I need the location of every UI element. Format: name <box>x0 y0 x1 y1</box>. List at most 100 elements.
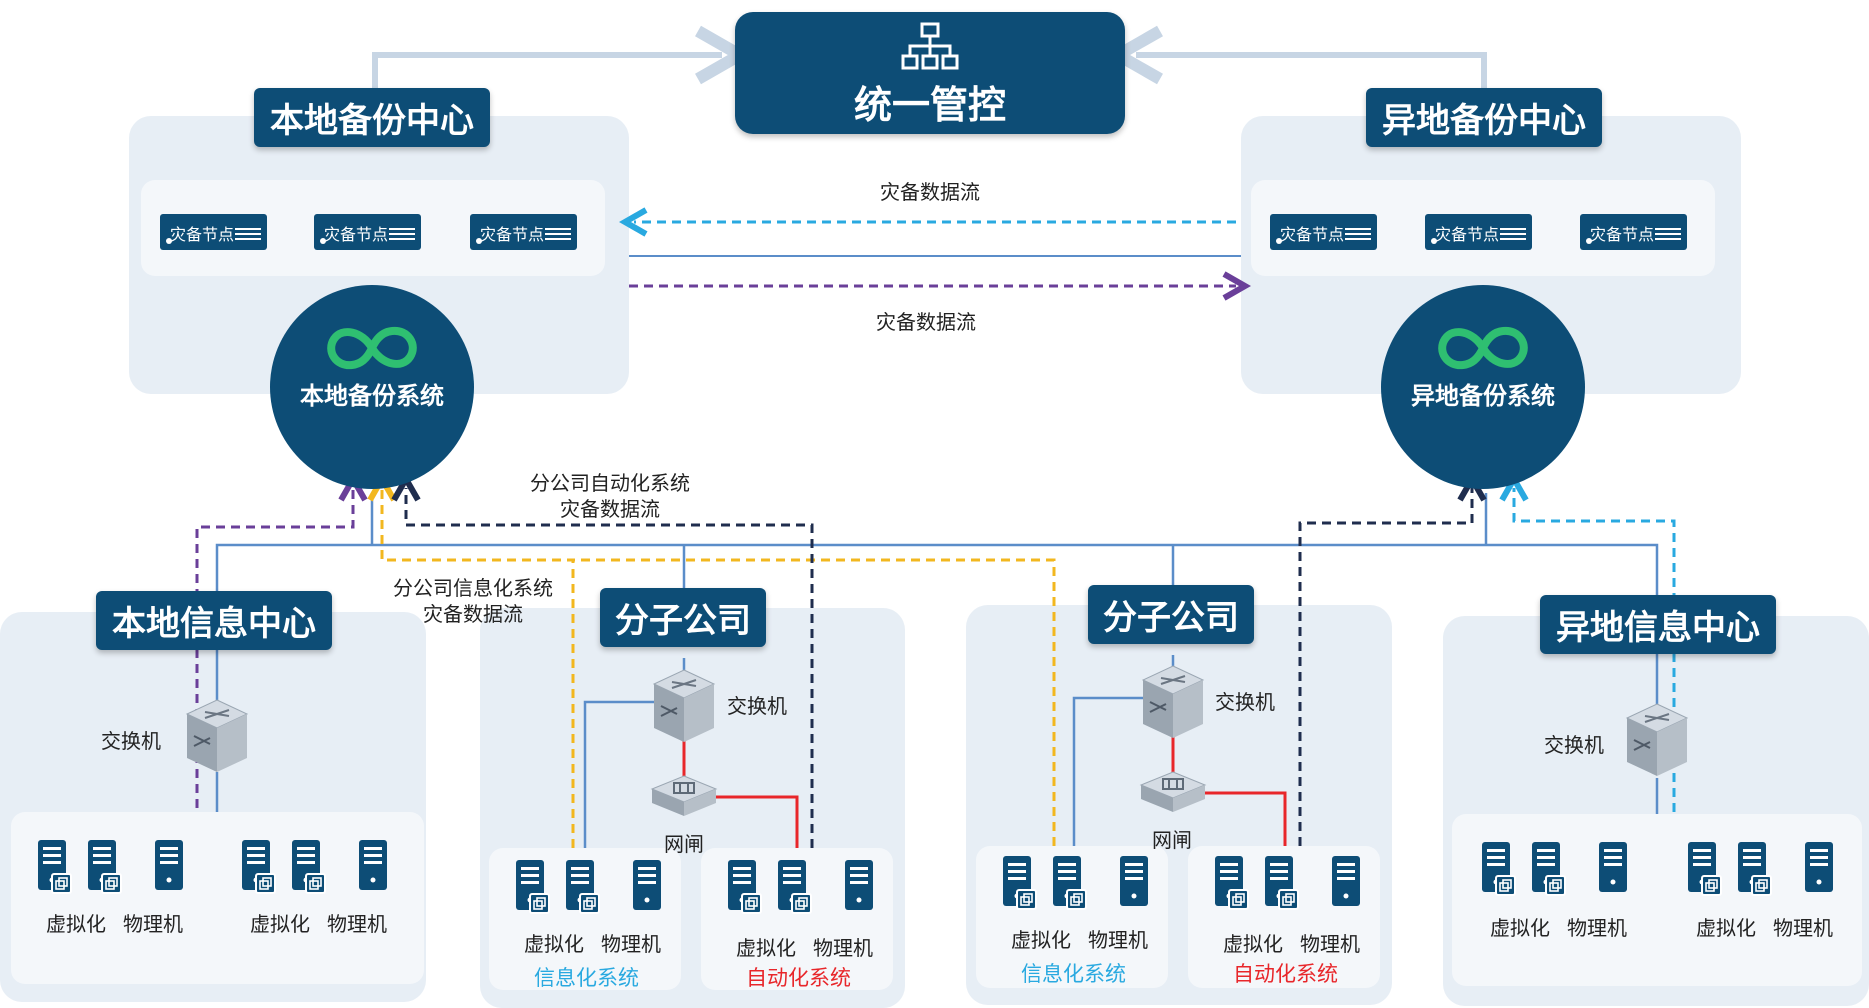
virtual-server-icon <box>240 838 276 896</box>
node-line <box>389 233 415 235</box>
virtual-server-icon <box>1001 854 1037 912</box>
virtual-server-icon <box>1480 840 1516 898</box>
local-node-1: 灾备节点 <box>314 214 421 250</box>
local-backup-center-title: 本地备份中心 <box>254 88 490 147</box>
node-line <box>1345 238 1371 240</box>
virtual-server-icon <box>564 858 600 916</box>
system-label: 信息化系统 <box>1021 962 1126 986</box>
remote-backup-system-label: 异地备份系统 <box>1411 382 1555 410</box>
switch-icon <box>652 668 716 744</box>
cloud-link-icon <box>327 326 417 370</box>
node-line <box>1345 233 1371 235</box>
physical-machine-label: 物理机 <box>1773 916 1833 940</box>
physical-server-icon <box>1118 854 1154 912</box>
node-line <box>235 233 261 235</box>
physical-server-icon <box>1330 854 1366 912</box>
flow-label-bottom: 灾备数据流 <box>876 310 976 334</box>
virtual-server-icon <box>290 838 326 896</box>
physical-machine-label: 物理机 <box>813 936 873 960</box>
virtual-server-icon <box>726 858 762 916</box>
branch2-title: 分子公司 <box>1088 585 1254 644</box>
virtual-server-icon <box>514 858 550 916</box>
node-label: 灾备节点 <box>480 225 545 244</box>
physical-server-icon <box>1803 840 1839 898</box>
switch-icon <box>1625 702 1689 778</box>
unified-control-title: 统一管控 <box>853 82 1006 127</box>
virtual-server-icon <box>1263 854 1299 912</box>
local-backup-system-label: 本地备份系统 <box>300 382 444 410</box>
flow-label-info: 分公司信息化系统 灾备数据流 <box>393 576 553 626</box>
node-line <box>545 228 571 230</box>
virtual-server-icon <box>1530 840 1566 898</box>
physical-machine-label: 物理机 <box>327 912 387 936</box>
virtual-server-icon <box>1213 854 1249 912</box>
node-line <box>235 228 261 230</box>
node-line <box>545 238 571 240</box>
virtualization-label: 虚拟化 <box>1011 928 1071 952</box>
unified-control-box: 统一管控 <box>735 12 1125 134</box>
node-label: 灾备节点 <box>1435 225 1500 244</box>
switch-icon <box>185 698 249 774</box>
node-label: 灾备节点 <box>1280 225 1345 244</box>
node-line <box>389 238 415 240</box>
flow-label-auto: 分公司自动化系统 灾备数据流 <box>530 471 690 521</box>
remote-info-servers-tray <box>1452 814 1862 986</box>
branch2-switch-label: 交换机 <box>1215 690 1275 714</box>
physical-server-icon <box>357 838 393 896</box>
physical-machine-label: 物理机 <box>601 932 661 956</box>
virtualization-label: 虚拟化 <box>1223 932 1283 956</box>
node-line <box>235 238 261 240</box>
node-dot <box>1431 238 1437 244</box>
remote-backup-system: 异地备份系统 <box>1381 285 1585 489</box>
physical-machine-label: 物理机 <box>1300 932 1360 956</box>
remote-info-switch-label: 交换机 <box>1544 733 1604 757</box>
local-node-0: 灾备节点 <box>160 214 267 250</box>
node-dot <box>166 238 172 244</box>
node-line <box>1655 233 1681 235</box>
local-info-servers-tray <box>11 812 424 984</box>
node-dot <box>476 238 482 244</box>
remote-info-center-title: 异地信息中心 <box>1540 595 1776 654</box>
virtual-server-icon <box>1736 840 1772 898</box>
virtual-server-icon <box>1051 854 1087 912</box>
node-line <box>1345 228 1371 230</box>
physical-machine-label: 物理机 <box>1567 916 1627 940</box>
remote-node-1: 灾备节点 <box>1425 214 1532 250</box>
local-node-2: 灾备节点 <box>470 214 577 250</box>
virtual-server-icon <box>776 858 812 916</box>
local-info-switch-label: 交换机 <box>101 729 161 753</box>
node-label: 灾备节点 <box>1590 225 1655 244</box>
virtualization-label: 虚拟化 <box>736 936 796 960</box>
node-line <box>545 233 571 235</box>
local-info-center-title: 本地信息中心 <box>96 591 332 650</box>
remote-node-2: 灾备节点 <box>1580 214 1687 250</box>
physical-server-icon <box>1597 840 1633 898</box>
node-line <box>1500 228 1526 230</box>
node-dot <box>1586 238 1592 244</box>
virtualization-label: 虚拟化 <box>46 912 106 936</box>
node-dot <box>1276 238 1282 244</box>
gateway-icon <box>1139 770 1207 814</box>
flow-label-top: 灾备数据流 <box>880 180 980 204</box>
branch1-title: 分子公司 <box>600 588 766 647</box>
system-label: 信息化系统 <box>534 966 639 990</box>
node-label: 灾备节点 <box>324 225 389 244</box>
local-backup-system: 本地备份系统 <box>270 285 474 489</box>
virtualization-label: 虚拟化 <box>250 912 310 936</box>
org-chart-icon <box>901 22 959 69</box>
node-line <box>389 228 415 230</box>
virtualization-label: 虚拟化 <box>1696 916 1756 940</box>
remote-backup-center-title: 异地备份中心 <box>1366 88 1602 147</box>
physical-machine-label: 物理机 <box>123 912 183 936</box>
node-line <box>1655 228 1681 230</box>
physical-server-icon <box>153 838 189 896</box>
virtualization-label: 虚拟化 <box>1490 916 1550 940</box>
switch-icon <box>1141 664 1205 740</box>
gateway-icon <box>650 774 718 818</box>
node-line <box>1500 238 1526 240</box>
system-label: 自动化系统 <box>1233 962 1338 986</box>
virtual-server-icon <box>86 838 122 896</box>
system-label: 自动化系统 <box>746 966 851 990</box>
